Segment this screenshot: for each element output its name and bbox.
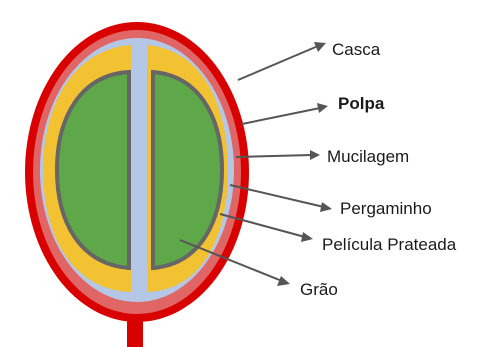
arrowhead-mucilagem xyxy=(310,150,320,160)
pointer-polpa xyxy=(242,108,320,124)
arrowhead-pergaminho xyxy=(320,202,332,212)
label-pelicula: Película Prateada xyxy=(322,235,457,254)
label-pergaminho: Pergaminho xyxy=(340,199,432,218)
label-polpa: Polpa xyxy=(338,94,385,113)
arrowhead-pelicula xyxy=(301,232,313,242)
arrowhead-polpa xyxy=(317,103,328,113)
label-grao: Grão xyxy=(300,280,338,299)
arrowhead-grao xyxy=(277,276,290,286)
label-casca: Casca xyxy=(332,40,381,59)
pointer-casca xyxy=(238,46,318,80)
label-mucilagem: Mucilagem xyxy=(327,147,409,166)
